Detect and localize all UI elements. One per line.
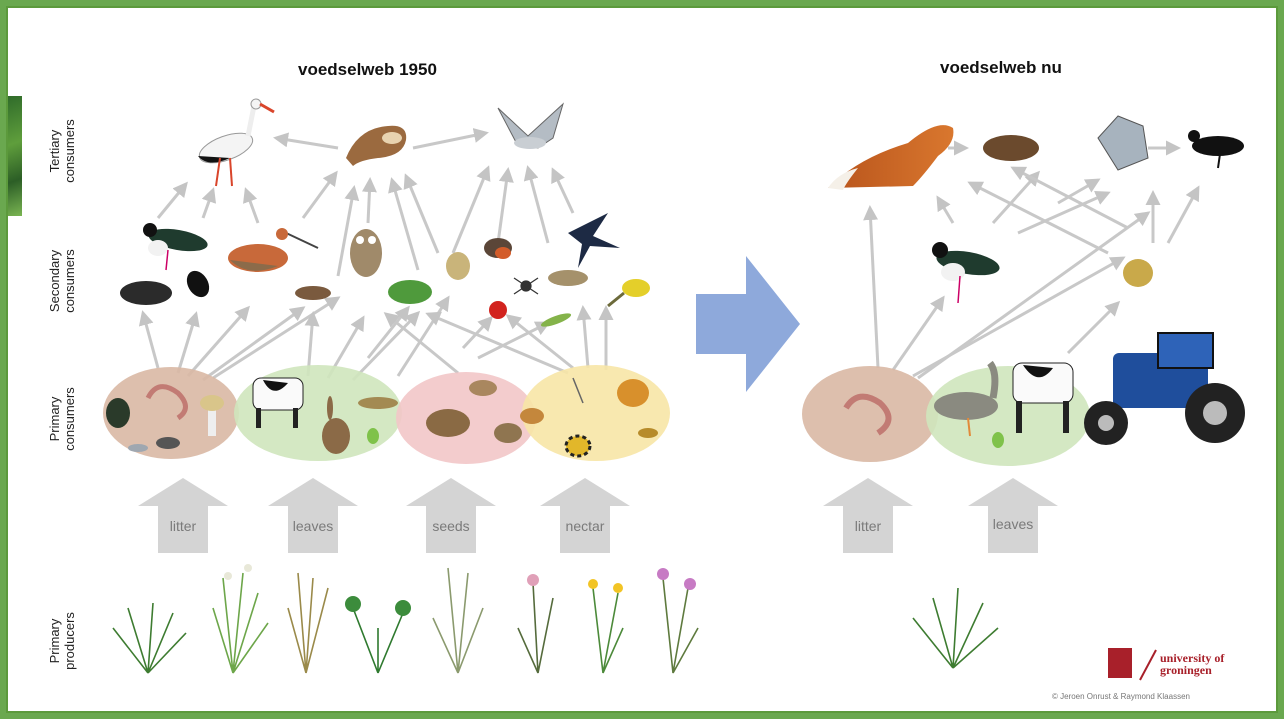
- frog-icon: [388, 280, 432, 304]
- butterfly-icon: [617, 379, 649, 407]
- stork-icon: [196, 99, 274, 186]
- goshawk-icon: [1098, 116, 1148, 170]
- chick-icon: [446, 252, 470, 280]
- plants-1950: [113, 564, 698, 673]
- university-name: university of groningen: [1160, 652, 1224, 676]
- springtail-icon: [128, 444, 148, 452]
- resource-label-litter-1950: litter: [143, 518, 223, 534]
- grass-plant-icon: [113, 603, 186, 673]
- sparrow-icon: [494, 423, 522, 443]
- aphid-icon-nu: [992, 432, 1004, 448]
- transition-arrow: [696, 256, 800, 392]
- university-crest-icon: [1108, 648, 1156, 680]
- mole-icon: [120, 281, 172, 305]
- bumblebee-icon: [566, 436, 590, 456]
- meadow-grass-plant-icon: [213, 564, 268, 673]
- sorrel-plant-icon: [288, 573, 328, 673]
- grass-plant-icon-nu: [913, 588, 998, 668]
- lapwing-icon-nu: [932, 242, 1001, 303]
- fox-icon: [828, 125, 953, 190]
- aphid-icon: [367, 428, 379, 444]
- bee-icon: [520, 408, 544, 424]
- clover-plant-icon: [345, 596, 411, 673]
- oval-nectar-1950: [522, 365, 670, 461]
- resource-label-leaves-1950: leaves: [273, 518, 353, 534]
- food-web-diagram: [8, 8, 1278, 713]
- weasel-icon: [346, 126, 406, 166]
- resource-label-nectar-1950: nectar: [545, 518, 625, 534]
- stonechat-icon: [484, 238, 512, 259]
- harrier-icon: [498, 104, 563, 149]
- food-arrows-nu: [870, 148, 1198, 378]
- orchid-plant-icon: [518, 574, 553, 673]
- lark-icon: [548, 270, 588, 286]
- marten-icon: [983, 135, 1039, 161]
- university-line2: groningen: [1160, 664, 1224, 676]
- resource-label-litter-nu: litter: [828, 518, 908, 534]
- dung-beetle-icon: [106, 398, 130, 428]
- woodlouse-icon: [156, 437, 180, 449]
- grasshopper-icon: [358, 397, 398, 409]
- ground-beetle-icon: [182, 267, 213, 301]
- owl-icon: [350, 229, 382, 277]
- ladybird-icon: [489, 301, 507, 319]
- duckling-icon: [1123, 259, 1153, 287]
- resource-arrows-1950: [138, 478, 630, 553]
- oval-litter-nu: [802, 366, 938, 462]
- buttercup-plant-icon: [588, 579, 623, 673]
- resource-label-seeds-1950: seeds: [411, 518, 491, 534]
- swallow-icon: [568, 213, 620, 268]
- vole-icon: [469, 380, 497, 396]
- lapwing-icon: [143, 223, 209, 270]
- grasshopper-small-icon: [540, 311, 573, 329]
- hoverfly-icon: [638, 428, 658, 438]
- tractor-icon: [1084, 333, 1245, 445]
- shepherds-purse-plant-icon: [433, 568, 483, 673]
- godwit-icon: [228, 228, 318, 272]
- crow-icon: [1188, 130, 1244, 168]
- ragged-robin-plant-icon: [657, 568, 698, 673]
- wagtail-icon: [608, 279, 650, 306]
- slide-frame: voedselweb 1950 voedselweb nu Tertiary c…: [6, 6, 1278, 713]
- quail-icon: [426, 409, 470, 437]
- spider-icon: [514, 278, 538, 294]
- image-credit: © Jeroen Onrust & Raymond Klaassen: [1052, 692, 1190, 701]
- resource-label-leaves-nu: leaves: [973, 516, 1053, 532]
- shrew-icon: [295, 286, 331, 300]
